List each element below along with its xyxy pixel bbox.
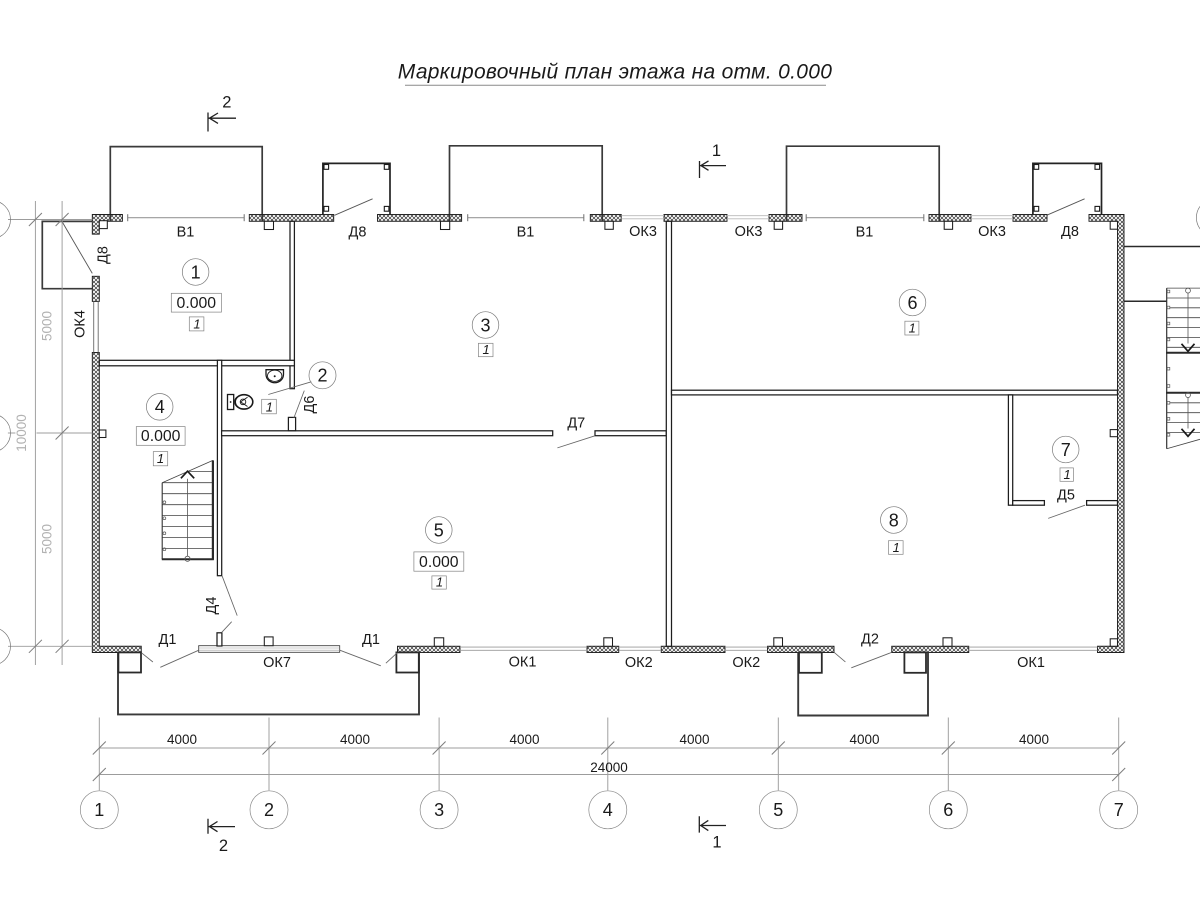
svg-text:Д8: Д8: [1061, 224, 1079, 240]
svg-text:ОК4: ОК4: [73, 310, 89, 338]
svg-text:ОК7: ОК7: [263, 655, 291, 671]
svg-text:ОК3: ОК3: [735, 224, 763, 240]
svg-text:1: 1: [712, 142, 721, 160]
svg-text:1: 1: [193, 316, 200, 331]
svg-text:ОК2: ОК2: [732, 655, 760, 671]
svg-text:1: 1: [266, 399, 273, 414]
svg-text:В1: В1: [856, 225, 874, 241]
svg-text:Д1: Д1: [159, 632, 177, 648]
svg-text:ОК3: ОК3: [629, 224, 657, 240]
svg-text:Д8: Д8: [96, 246, 112, 264]
svg-text:0.000: 0.000: [141, 428, 181, 445]
svg-text:2: 2: [219, 837, 228, 855]
svg-text:4000: 4000: [849, 732, 879, 747]
svg-text:В1: В1: [177, 225, 195, 241]
svg-text:Д8: Д8: [349, 225, 367, 241]
svg-text:Д2: Д2: [861, 632, 879, 648]
svg-text:ОК3: ОК3: [978, 224, 1006, 240]
svg-text:4: 4: [155, 397, 165, 417]
svg-text:4: 4: [603, 800, 613, 820]
svg-text:Д1: Д1: [362, 632, 380, 648]
svg-text:2: 2: [222, 94, 231, 112]
svg-text:1: 1: [191, 262, 201, 282]
svg-text:6: 6: [907, 293, 917, 313]
svg-text:4000: 4000: [340, 732, 370, 747]
svg-text:4000: 4000: [167, 732, 197, 747]
svg-text:ОК2: ОК2: [625, 655, 653, 671]
svg-text:3: 3: [480, 315, 490, 335]
svg-text:Д4: Д4: [204, 597, 220, 615]
svg-text:Д6: Д6: [302, 396, 318, 414]
svg-text:Д7: Д7: [567, 415, 585, 431]
svg-text:2: 2: [264, 800, 274, 820]
svg-text:3: 3: [434, 800, 444, 820]
svg-text:ОК1: ОК1: [509, 655, 537, 671]
svg-text:Д5: Д5: [1057, 488, 1075, 504]
svg-text:1: 1: [482, 342, 489, 357]
svg-text:Маркировочный план этажа на от: Маркировочный план этажа на отм. 0.000: [398, 61, 832, 84]
svg-text:1: 1: [436, 575, 443, 590]
svg-text:2: 2: [317, 366, 327, 386]
svg-text:5000: 5000: [40, 311, 55, 341]
svg-text:5000: 5000: [40, 524, 55, 554]
svg-text:0.000: 0.000: [177, 295, 217, 312]
svg-text:5: 5: [773, 800, 783, 820]
svg-text:24000: 24000: [590, 760, 628, 775]
svg-text:5: 5: [434, 520, 444, 540]
svg-text:ОК1: ОК1: [1017, 655, 1045, 671]
svg-text:1: 1: [94, 800, 104, 820]
svg-text:В1: В1: [517, 225, 535, 241]
svg-text:8: 8: [889, 510, 899, 530]
svg-text:10000: 10000: [14, 414, 29, 452]
svg-text:0.000: 0.000: [419, 554, 459, 571]
svg-text:4000: 4000: [679, 732, 709, 747]
svg-text:1: 1: [1063, 467, 1070, 482]
svg-text:1: 1: [893, 540, 900, 555]
svg-text:4000: 4000: [1019, 732, 1049, 747]
svg-text:7: 7: [1061, 440, 1071, 460]
svg-text:1: 1: [909, 321, 916, 336]
svg-text:6: 6: [943, 800, 953, 820]
svg-text:7: 7: [1114, 800, 1124, 820]
svg-text:1: 1: [157, 451, 164, 466]
svg-text:4000: 4000: [509, 732, 539, 747]
svg-text:1: 1: [712, 834, 721, 852]
